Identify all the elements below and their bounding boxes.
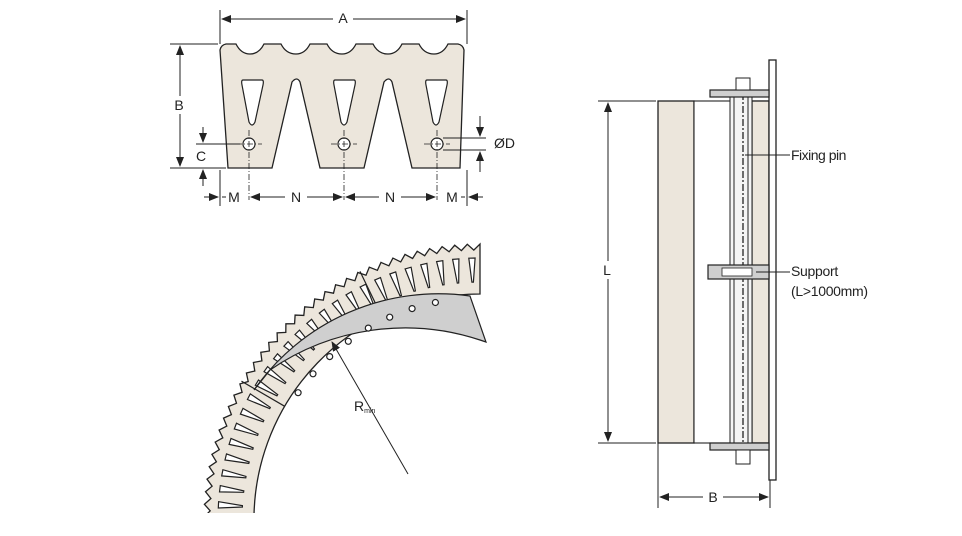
bend-ring-window [218, 518, 242, 524]
bend-ring-joint [241, 380, 286, 407]
dimension-d-label: ØD [494, 135, 515, 151]
dimension-l-label: L [603, 262, 611, 278]
hole-centerlines [236, 130, 450, 200]
bend-ring-window [404, 266, 417, 293]
strip-hole [386, 313, 394, 321]
dimension-n-first-label: N [291, 189, 301, 205]
strip-hole [326, 353, 334, 361]
strip-hole [294, 389, 302, 397]
side-width-label: B [708, 489, 717, 505]
bottom-nut [735, 449, 751, 465]
bottom-bracket [709, 442, 770, 451]
bend-view [203, 242, 487, 524]
bend-ring-window [419, 262, 431, 289]
bend-ring-window [217, 500, 243, 509]
top-bracket [709, 89, 770, 98]
bend-ring [203, 242, 481, 524]
bend-ring-window [246, 393, 272, 410]
bend-ring-window [254, 379, 279, 397]
bend-ring-body [203, 242, 481, 513]
bend-ring-window [468, 257, 476, 283]
inner-window-right [425, 79, 448, 126]
dimension-n-second-label: N [385, 189, 395, 205]
dimension-m-left-label: M [228, 189, 240, 205]
bend-ring-window [233, 422, 259, 437]
strip-hole [344, 337, 352, 345]
inner-window-middle [333, 79, 356, 126]
bend-ring-window [224, 453, 250, 465]
dimension-a-label: A [338, 10, 348, 26]
radius-label: Rmin [354, 398, 376, 415]
bend-ring-window [272, 352, 296, 373]
strip-hole [309, 370, 317, 378]
bend-ring-window [388, 271, 403, 297]
strip-hole [431, 298, 439, 307]
bend-ring-window [435, 260, 445, 286]
inner-window-left [241, 79, 264, 126]
bend-ring-window [239, 407, 265, 423]
dimension-m-right-label: M [446, 189, 458, 205]
bend-ring-window [451, 258, 460, 284]
support-note: (L>1000mm) [791, 283, 868, 299]
strip-hole [364, 324, 372, 332]
mounting-plate [768, 59, 777, 481]
radius-leader [331, 341, 409, 475]
support-label: Support [791, 263, 838, 279]
side-view: L B Fixing pin Support (L>1000mm) [598, 59, 868, 508]
dimension-c-label: C [196, 148, 206, 164]
strip-holes [294, 298, 439, 397]
cross-section-view: A B C ØD M N N M [170, 8, 515, 206]
profile-side-body [657, 100, 695, 444]
bend-ring-window [218, 484, 245, 493]
fixing-pin-label: Fixing pin [791, 147, 846, 163]
top-nut [735, 77, 751, 91]
dimension-b-label: B [174, 97, 183, 113]
bend-ring-window [220, 468, 247, 479]
bend-ring-window [228, 437, 254, 451]
support-strip [253, 293, 487, 391]
strip-hole [408, 305, 416, 313]
